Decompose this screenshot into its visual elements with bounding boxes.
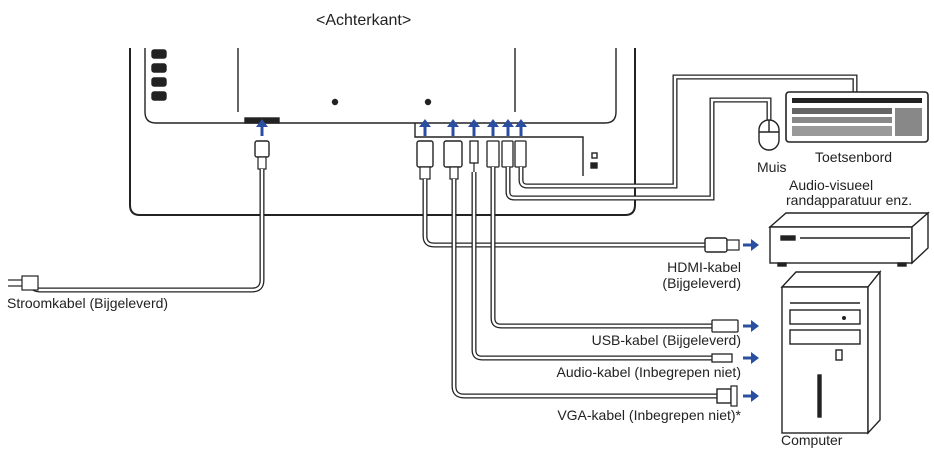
usb-peripheral-cables xyxy=(501,74,858,201)
diagram-title: <Achterkant> xyxy=(316,12,412,29)
usb-cable xyxy=(486,140,739,333)
av-device-icon xyxy=(768,211,930,267)
monitor-back xyxy=(129,48,636,216)
av-device-label-2: randapparatuur enz. xyxy=(786,192,913,208)
hdmi-cable-label-note: (Bijgeleverd) xyxy=(662,275,741,291)
vga-cable-label: VGA-kabel (Inbegrepen niet)* xyxy=(557,407,741,423)
computer-icon xyxy=(780,270,882,435)
mouse-icon xyxy=(758,119,780,151)
mouse-label: Muis xyxy=(757,159,787,175)
hdmi-cable xyxy=(416,140,740,253)
power-cable-label: Stroomkabel (Bijgeleverd) xyxy=(7,295,169,311)
av-device-label: Audio-visueel xyxy=(789,177,874,193)
usb-cable-label: USB-kabel (Bijgeleverd) xyxy=(591,332,741,348)
keyboard-icon xyxy=(785,91,929,143)
power-cable xyxy=(8,140,270,293)
hdmi-cable-label: HDMI-kabel xyxy=(667,259,741,275)
keyboard-label: Toetsenbord xyxy=(815,149,893,165)
audio-cable xyxy=(469,140,733,363)
vga-cable xyxy=(443,140,738,407)
computer-label: Computer xyxy=(781,432,843,448)
device-arrows xyxy=(743,239,759,402)
audio-cable-label: Audio-kabel (Inbegrepen niet) xyxy=(556,364,741,380)
port-arrows xyxy=(256,119,527,136)
